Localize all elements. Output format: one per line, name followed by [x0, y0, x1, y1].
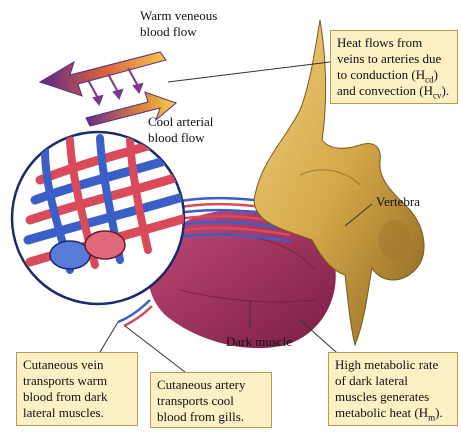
- heat-flow-line3: to conduction (Hcd): [337, 67, 451, 83]
- convection-subscript: cv: [433, 91, 442, 101]
- cutaneous-artery-line2: transports cool: [157, 393, 265, 409]
- cutaneous-vein-line1: Cutaneous vein: [23, 357, 131, 373]
- cutaneous-artery-line3: blood from gills.: [157, 409, 265, 425]
- cutaneous-artery-line1: Cutaneous artery: [157, 377, 265, 393]
- heat-flow-line3-text: to conduction (H: [337, 67, 425, 82]
- warm-venous-label-line1: Warm veneous: [140, 8, 217, 24]
- warm-venous-label: Warm veneous blood flow: [140, 8, 217, 40]
- cool-arterial-label: Cool arterial blood flow: [148, 114, 213, 146]
- metabolic-line4: metabolic heat (Hm).: [335, 405, 451, 421]
- heat-flow-line2: veins to arteries due: [337, 51, 451, 67]
- heat-flow-line4-text: and convection (H: [337, 83, 433, 98]
- metabolic-line4-text: metabolic heat (H: [335, 405, 428, 420]
- metabolic-line1: High metabolic rate: [335, 357, 451, 373]
- dark-muscle-label: Dark muscle: [226, 334, 292, 350]
- cutaneous-vein-callout: Cutaneous vein transports warm blood fro…: [16, 352, 138, 426]
- heat-flow-line4-close: ).: [442, 83, 450, 98]
- metabolic-line2: of dark lateral: [335, 373, 451, 389]
- heat-flow-callout: Heat flows from veins to arteries due to…: [330, 30, 458, 104]
- metabolic-line4-close: ).: [435, 405, 443, 420]
- cool-arterial-label-line1: Cool arterial: [148, 114, 213, 130]
- cutaneous-artery-callout: Cutaneous artery transports cool blood f…: [150, 372, 272, 428]
- metabolic-line3: muscles generates: [335, 389, 451, 405]
- heat-flow-line1: Heat flows from: [337, 35, 451, 51]
- warm-venous-flow-arrow: [40, 52, 166, 96]
- heat-flow-line4: and convection (Hcv).: [337, 83, 451, 99]
- vertebra-label: Vertebra: [376, 194, 420, 210]
- metabolic-heat-callout: High metabolic rate of dark lateral musc…: [328, 352, 458, 426]
- cutaneous-vein-line3: blood from dark: [23, 389, 131, 405]
- cool-arterial-label-line2: blood flow: [148, 130, 213, 146]
- cutaneous-vein-line2: transports warm: [23, 373, 131, 389]
- cutaneous-vein-line4: lateral muscles.: [23, 405, 131, 421]
- warm-venous-label-line2: blood flow: [140, 24, 217, 40]
- heat-flow-line3-close: ): [434, 67, 438, 82]
